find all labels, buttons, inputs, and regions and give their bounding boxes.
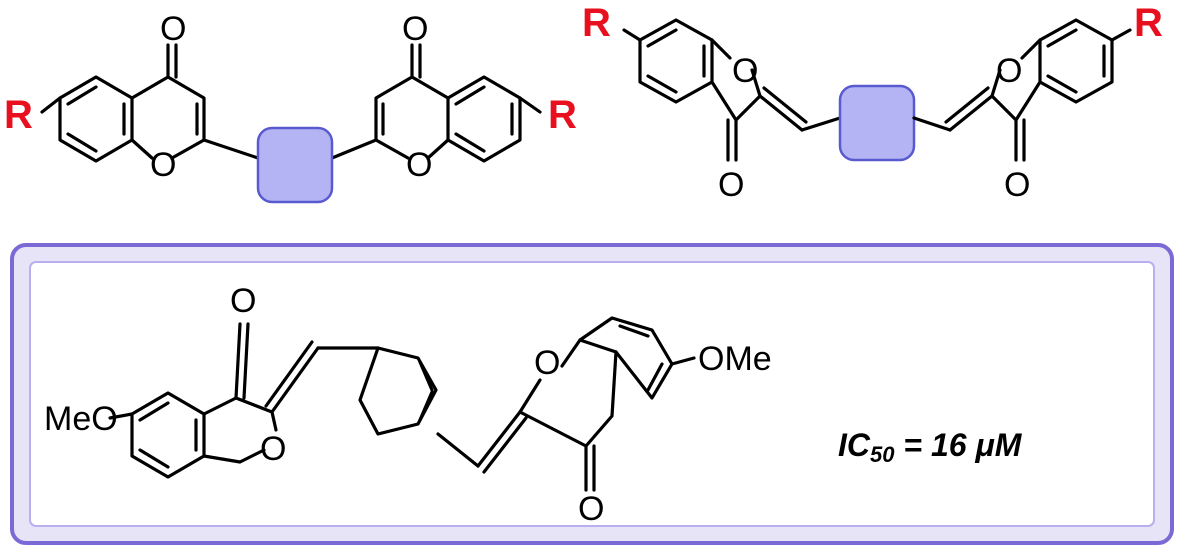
spacer-box-right — [838, 84, 916, 162]
right-aurone-ring-o: O — [996, 52, 1022, 90]
right-benzofuranone — [944, 18, 1132, 162]
meo-left-label: MeO — [44, 400, 118, 438]
right-aurone-r-group: R — [1134, 1, 1163, 45]
left-aurone-carbonyl-o: O — [718, 166, 744, 204]
bis-chromone-scaffold: O O R O O R — [4, 10, 577, 204]
right-aurone-carbonyl-o: O — [1004, 166, 1030, 204]
right-chromone — [374, 43, 542, 163]
right-chromone-carbonyl-o: O — [402, 10, 428, 48]
left-benzofuranone — [622, 18, 808, 162]
right-chromone-ring-o: O — [406, 146, 432, 184]
left-aurone-r-group: R — [582, 1, 611, 45]
compound-panel-inner — [29, 261, 1155, 527]
lead-compound: MeO OMe O O O O — [44, 282, 772, 528]
carbonyl-o-top: O — [230, 282, 256, 320]
bis-aurone-scaffold: O O R O O R — [582, 1, 1163, 204]
ic50-value: = 16 μM — [894, 427, 1022, 463]
ome-right-label: OMe — [698, 340, 772, 378]
left-chromone — [40, 43, 206, 163]
ic50-subscript: 50 — [870, 442, 895, 467]
left-r-group: R — [4, 93, 33, 137]
ring-o-left: O — [260, 430, 286, 468]
left-chromone-carbonyl-o: O — [160, 10, 186, 48]
left-aurone-ring-o: O — [732, 52, 758, 90]
ic50-label: IC50 = 16 μM — [838, 427, 1023, 467]
carbonyl-o-bottom: O — [578, 490, 604, 528]
ring-o-right: O — [534, 344, 560, 382]
left-chromone-ring-o: O — [150, 146, 176, 184]
ic50-prefix: IC — [838, 427, 871, 463]
right-r-group: R — [548, 93, 577, 137]
spacer-box-left — [256, 126, 334, 204]
